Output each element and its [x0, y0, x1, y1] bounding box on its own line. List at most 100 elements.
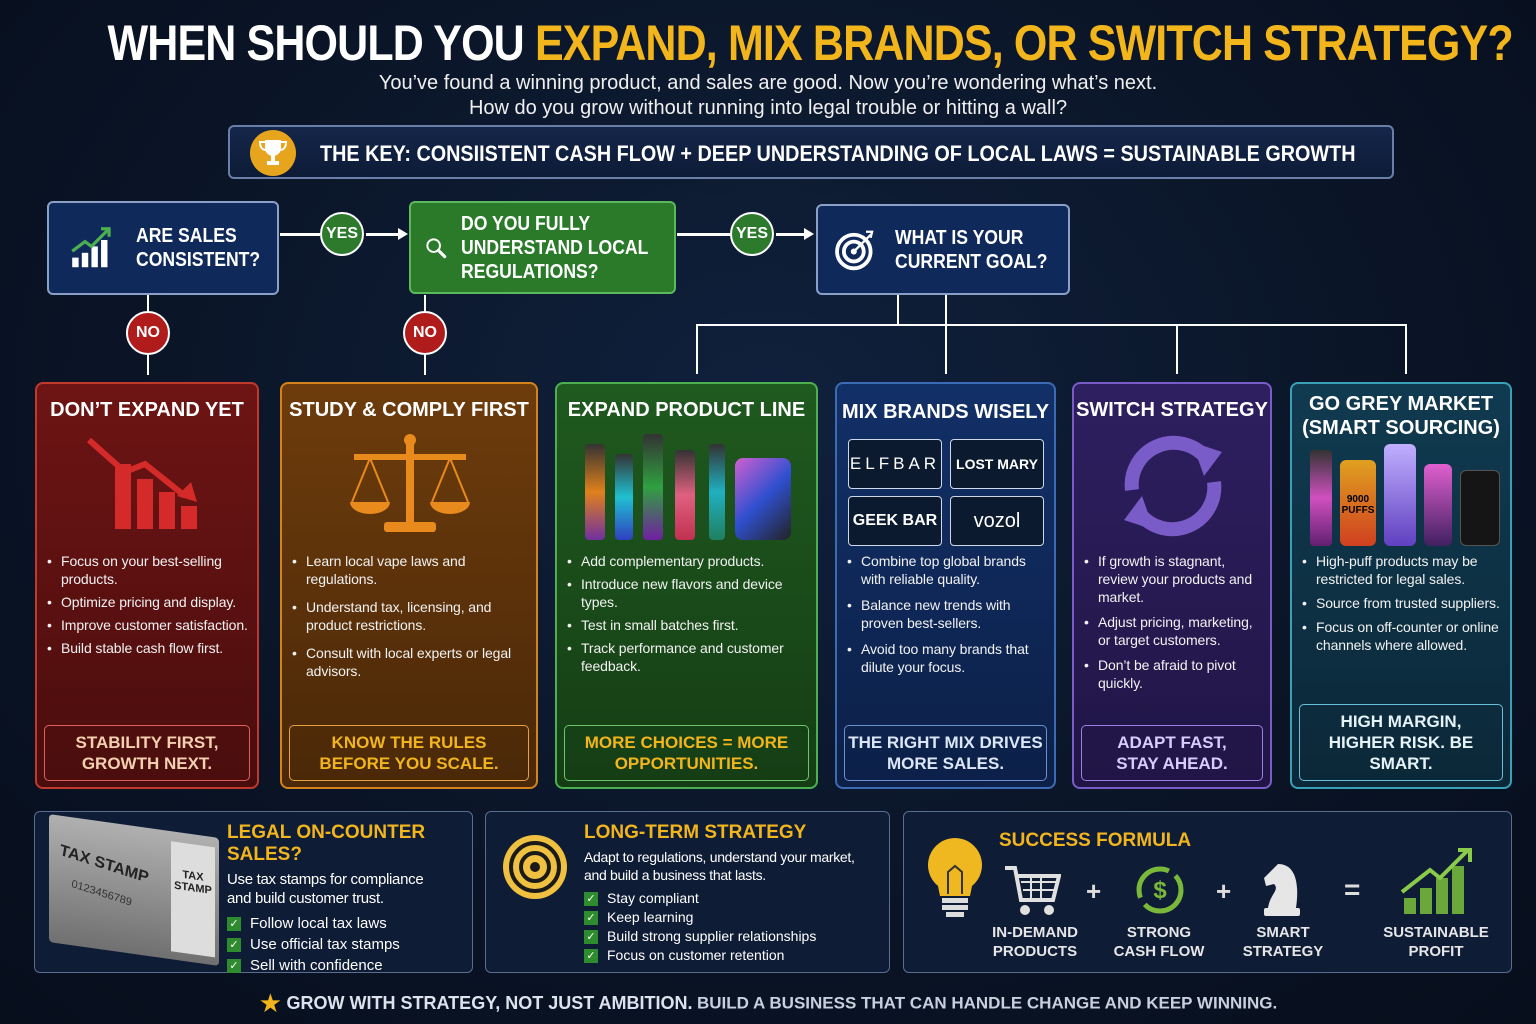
key-text: THE KEY: CONSIISTENT CASH FLOW + DEEP UN… [320, 141, 1356, 166]
check-label: Keep learning [607, 909, 694, 925]
card-switch-strategy: SWITCH STRATEGY If growth is stagnant, r… [1072, 382, 1272, 789]
bullet-list: Combine top global brands with reliable … [847, 552, 1050, 681]
bullet-list: Learn local vape laws and regulations.Un… [292, 552, 532, 685]
formula-label: SMART [1256, 924, 1310, 941]
brand-geek-bar: GEEK BAR [848, 496, 942, 546]
card-footer: HIGH MARGIN,HIGHER RISK. BE SMART. [1299, 704, 1503, 781]
arrow-line [366, 233, 400, 236]
q3-line2: CURRENT GOAL? [894, 250, 1048, 273]
brand-lost-mary: LOST MARY [950, 439, 1044, 489]
check-item: ✓ Focus on customer retention [584, 946, 855, 965]
check-icon: ✓ [584, 948, 598, 963]
footer-line: STABILITY FIRST, [75, 733, 219, 752]
footer-line: OPPORTUNITIES. [614, 754, 759, 773]
card-subtitle: (SMART SOURCING) [1302, 417, 1500, 439]
card-title: DON’T EXPAND YET [50, 399, 244, 421]
arrow-head [804, 228, 814, 240]
bullet: Add complementary products. [567, 552, 812, 570]
growth-chart-icon [71, 227, 111, 268]
bullet: Combine top global brands with reliable … [847, 552, 1050, 588]
q3-line1: WHAT IS YOUR [894, 226, 1024, 249]
refresh-cycle-icon [1124, 435, 1222, 537]
shopping-cart-icon [1005, 866, 1061, 915]
card-mix-brands: MIX BRANDS WISELY ELFBAR LOST MARY GEEK … [835, 382, 1056, 789]
equals-sign: = [1344, 874, 1361, 905]
chess-knight-icon [1264, 864, 1300, 916]
check-icon: ✓ [584, 891, 598, 906]
panel-title: LONG-TERM STRATEGY [584, 822, 807, 843]
star-icon: ★ [258, 988, 283, 1018]
arrow-line [776, 233, 806, 236]
q2-line2: UNDERSTAND LOCAL [461, 236, 649, 259]
connector [696, 324, 698, 374]
formula-label: PROFIT [1408, 943, 1464, 960]
scales-icon [350, 434, 470, 532]
card-study-comply: STUDY & COMPLY FIRST Learn local vape la… [280, 382, 538, 789]
brand-vozol: VOZOL [950, 496, 1044, 546]
footer-tagline: ★ GROW WITH STRATEGY, NOT JUST AMBITION.… [0, 988, 1536, 1019]
target-icon [835, 230, 874, 270]
footer-line: HIGHER RISK. BE SMART. [1328, 733, 1474, 773]
bullet: Avoid too many brands that dilute your f… [847, 640, 1050, 676]
connector [1405, 324, 1407, 374]
footer-line: STAY AHEAD. [1116, 754, 1228, 773]
bullet-list: Focus on your best-selling products.Opti… [47, 552, 253, 662]
arrow-head [398, 228, 408, 240]
bullseye-icon [503, 835, 567, 899]
panel-success-formula [903, 811, 1512, 973]
connector [945, 295, 947, 325]
high-puff-devices-image: 9000 PUFFS [1310, 444, 1500, 548]
check-label: Stay compliant [607, 890, 699, 906]
plus-sign: + [1086, 876, 1102, 906]
card-expand-product-line: EXPAND PRODUCT LINE Add complementary pr… [555, 382, 818, 789]
magnifier-icon [426, 237, 447, 258]
vape-devices-image [585, 432, 795, 544]
declining-chart-icon [87, 437, 197, 529]
footer-line: BEFORE YOU SCALE. [319, 754, 499, 773]
bullet: Understand tax, licensing, and product r… [292, 598, 532, 634]
footer-line: ADAPT FAST, [1117, 733, 1227, 752]
page-title: WHEN SHOULD YOU EXPAND, MIX BRANDS, OR S… [107, 14, 1514, 72]
bullet: Introduce new flavors and device types. [567, 575, 812, 611]
device-label: 9000 PUFFS [1340, 460, 1376, 546]
stamp-number: 0123456789 [70, 878, 133, 909]
panel-desc: Use tax stamps for compliance [227, 871, 424, 888]
formula-label: CASH FLOW [1113, 943, 1205, 960]
title-white: WHEN SHOULD YOU [107, 15, 525, 71]
formula-title: SUCCESS FORMULA [999, 830, 1192, 851]
check-item: ✓Use official tax stamps [227, 934, 472, 955]
bullet-list: If growth is stagnant, review your produ… [1084, 552, 1266, 697]
yes-badge: YES [730, 212, 774, 256]
check-label: Build strong supplier relationships [607, 928, 817, 944]
footer-line: GROWTH NEXT. [81, 754, 213, 773]
q1-line2: CONSISTENT? [135, 249, 261, 271]
plus-sign: + [1216, 876, 1232, 906]
lightbulb-icon [927, 838, 983, 917]
connector [897, 295, 899, 325]
check-label: Use official tax stamps [250, 936, 400, 953]
bullet: Optimize pricing and display. [47, 593, 253, 611]
panel-desc: and build customer trust. [227, 890, 384, 907]
check-item: ✓ Stay compliant [584, 889, 855, 908]
check-label: Focus on customer retention [607, 947, 785, 963]
bullet: Improve customer satisfaction. [47, 616, 253, 634]
trophy-icon [250, 130, 296, 176]
card-title: EXPAND PRODUCT LINE [567, 399, 806, 421]
card-grey-market: GO GREY MARKET(SMART SOURCING) 9000 PUFF… [1290, 382, 1512, 789]
yes-badge: YES [320, 212, 364, 256]
panel-desc: and build a business that lasts. [584, 867, 766, 883]
bullet: If growth is stagnant, review your produ… [1084, 552, 1266, 606]
check-item: ✓Sell with confidence [227, 955, 472, 976]
arrow-line [677, 233, 731, 236]
cash-flow-icon: $ [1136, 866, 1184, 914]
footer-line: KNOW THE RULES [331, 733, 487, 752]
bullet: Consult with local experts or legal advi… [292, 644, 532, 680]
bullet: Source from trusted suppliers. [1302, 594, 1506, 612]
formula-label: STRATEGY [1242, 943, 1324, 960]
